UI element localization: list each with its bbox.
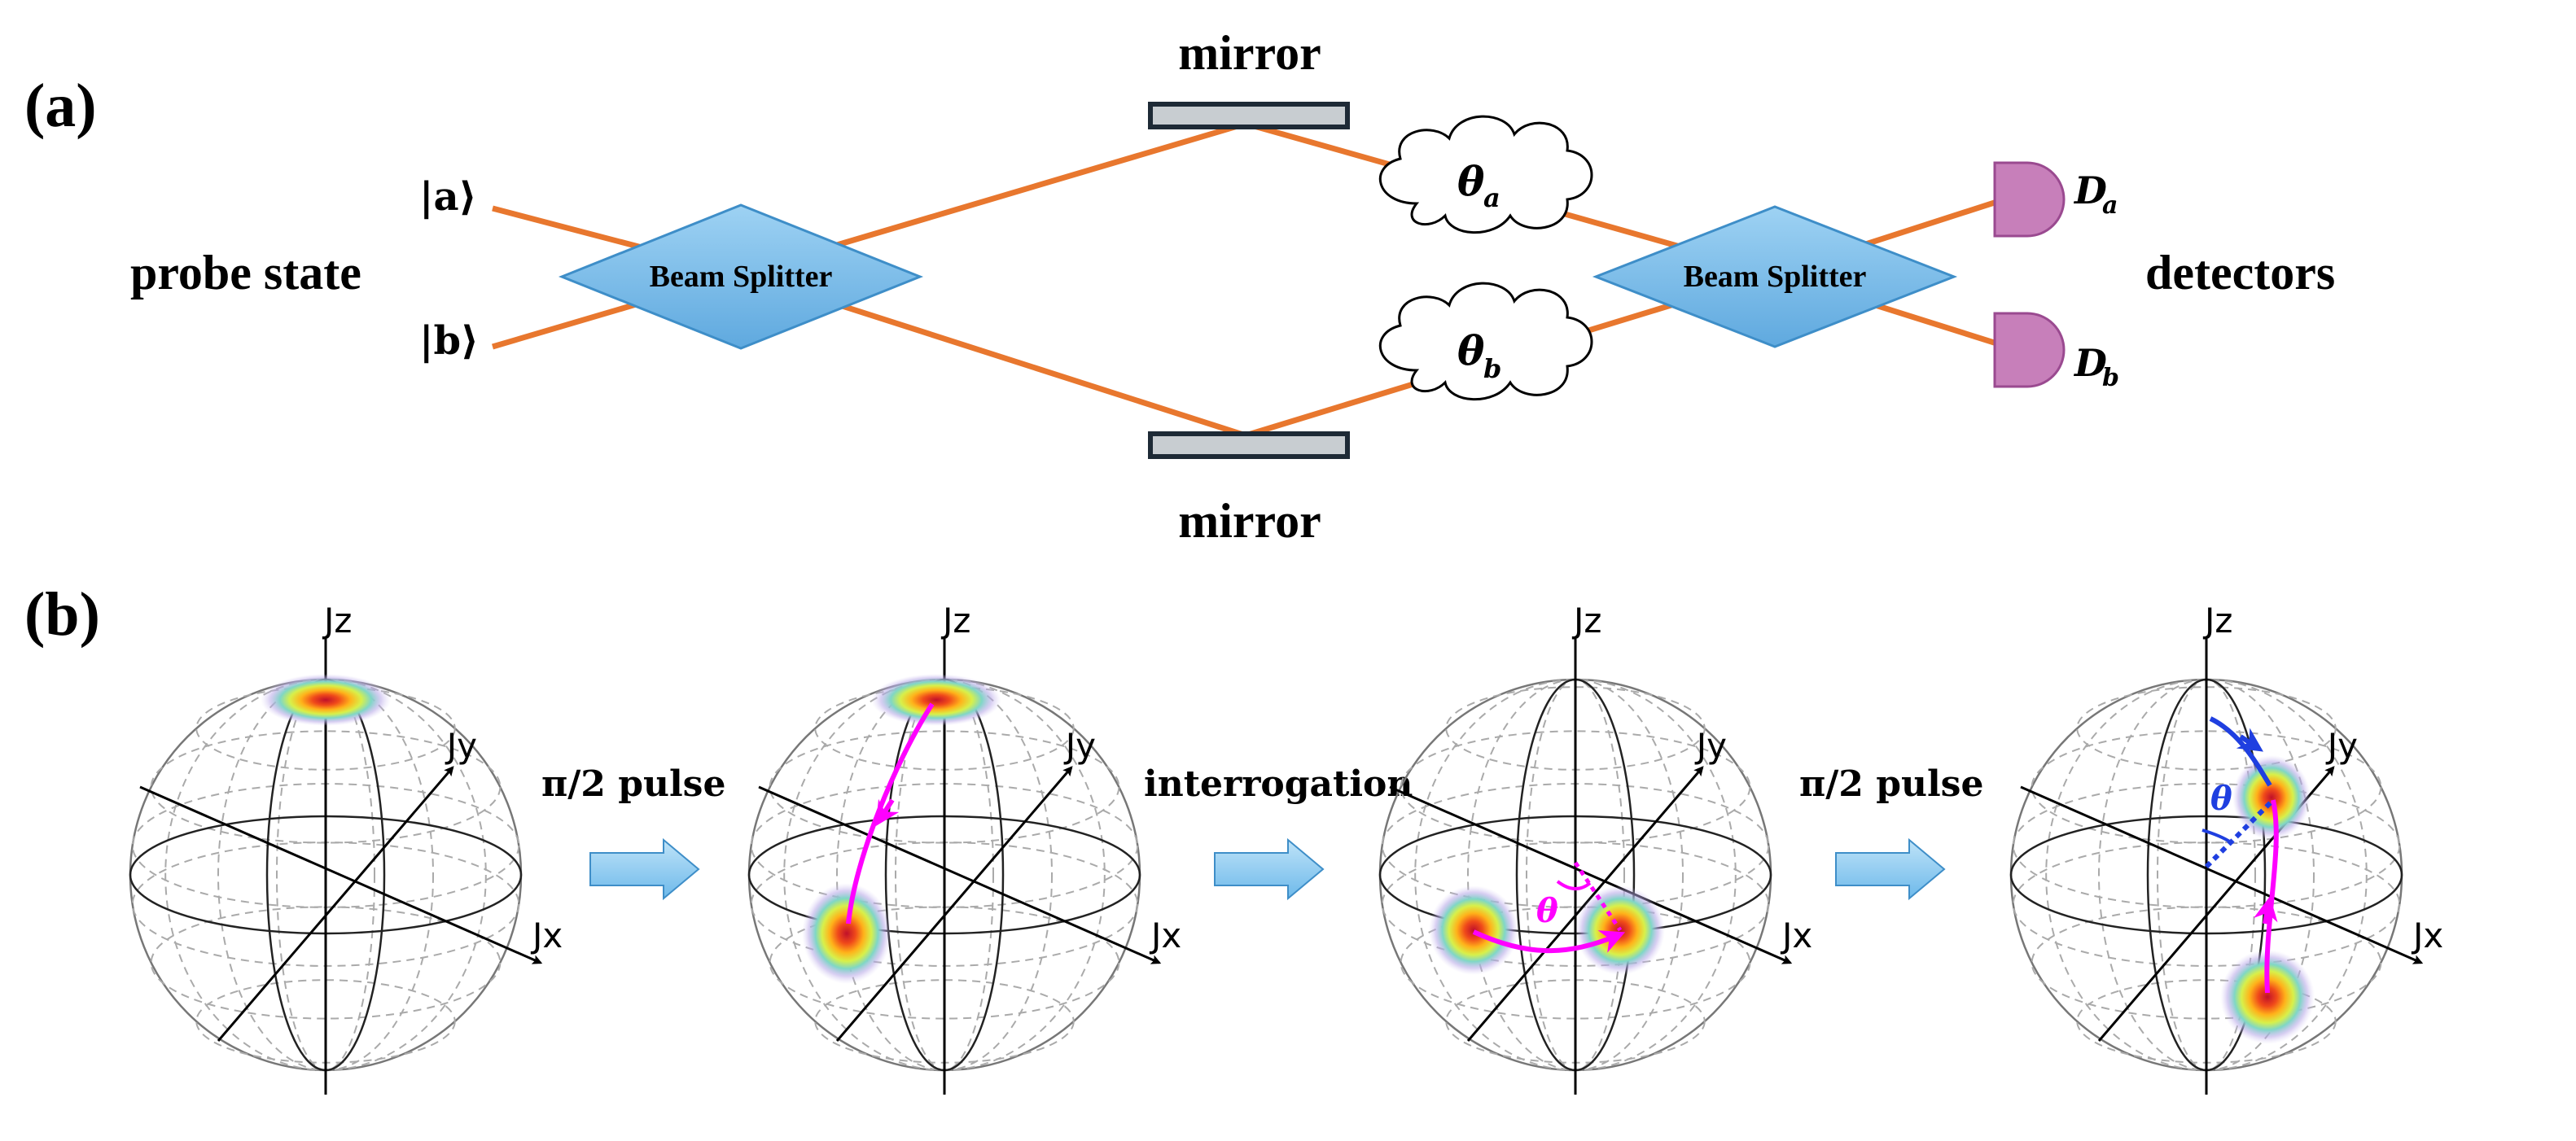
x-axis	[139, 785, 543, 964]
x-axis	[2020, 785, 2424, 964]
measurement-angle-line	[2204, 798, 2276, 869]
ket-a-label: |a⟩	[419, 174, 477, 220]
step-2-arrow	[1214, 837, 1325, 901]
axis-y-label: Jy	[1063, 726, 1096, 766]
latitude-line	[1400, 906, 1751, 1020]
detector-b-symbol: D	[2073, 341, 2107, 385]
rotated-state-distribution	[802, 883, 892, 984]
probe-state-label: probe state	[130, 246, 361, 299]
axis-z-label: Jz	[940, 601, 970, 640]
step-1-label: π/2 pulse	[541, 763, 725, 805]
rotation-arrow	[2254, 896, 2278, 925]
phase-b-subscript: b	[1483, 353, 1501, 384]
detector-a	[1993, 161, 2066, 238]
axis-y-label: Jy	[1694, 726, 1727, 766]
axis-x-label: Jx	[1149, 916, 1181, 955]
detectors-label: detectors	[2145, 246, 2335, 299]
detector-a-subscript: a	[2102, 191, 2118, 220]
beam-splitter-2	[1592, 205, 1958, 348]
mirror-top	[1148, 102, 1350, 129]
phase-b-symbol: θ	[1457, 326, 1485, 374]
measurement-angle-label: θ	[2210, 780, 2232, 818]
phase-cloud-a: θ a	[1378, 115, 1593, 234]
detector-b	[1993, 312, 2066, 388]
x-axis	[758, 785, 1162, 964]
y-axis	[217, 766, 454, 1042]
panel-a-label: (a)	[24, 72, 97, 140]
latitude-line	[1400, 730, 1751, 844]
y-axis	[835, 766, 1073, 1042]
phase-angle-label: θ	[1536, 892, 1558, 930]
axis-y-label: Jy	[2325, 726, 2358, 766]
measurement-angle-arc	[2201, 828, 2232, 844]
initial-state-distribution	[1429, 885, 1518, 975]
axis-z-label: Jz	[1571, 601, 1601, 640]
x-axis	[1389, 785, 1793, 964]
latitude-line	[769, 906, 1120, 1020]
initial-state-distribution	[871, 674, 1001, 726]
beam-splitter-1-label: Beam Splitter	[650, 260, 833, 294]
axis-y-label: Jy	[445, 726, 477, 766]
axis-x-label: Jx	[1780, 916, 1812, 955]
mirror-bottom-label: mirror	[1178, 494, 1321, 548]
beam-splitter-1	[558, 203, 924, 350]
axis-z-label: Jz	[2202, 601, 2232, 640]
phase-a-subscript: a	[1483, 182, 1500, 213]
axis-z-label: Jz	[322, 601, 352, 640]
rotation-arrow	[875, 798, 900, 827]
phase-a-symbol: θ	[1457, 157, 1485, 205]
ket-b-label: |b⟩	[419, 318, 479, 364]
state-distribution	[261, 674, 391, 726]
panel-b-label: (b)	[24, 580, 100, 649]
latitude-line	[150, 730, 502, 844]
phase-cloud-b: θ b	[1378, 282, 1593, 401]
panel-a: (a) mirror mirror Beam Splitter Beam Spl…	[24, 26, 2335, 548]
latitude-line	[2031, 906, 2382, 1020]
axis-x-label: Jx	[2411, 916, 2443, 955]
latitude-line	[769, 730, 1120, 844]
detector-a-symbol: D	[2073, 168, 2107, 212]
mirror-top-label: mirror	[1178, 26, 1321, 80]
latitude-line	[150, 906, 502, 1020]
axis-x-label: Jx	[530, 916, 563, 955]
pre-pulse-distribution	[2220, 950, 2315, 1044]
detector-b-subscript: b	[2102, 364, 2119, 392]
step-3-label: π/2 pulse	[1799, 763, 1983, 805]
latitude-line	[2031, 730, 2382, 844]
phase-angle-line	[1573, 861, 1623, 932]
final-rotation-arrow	[2236, 728, 2263, 752]
phase-angle-arc	[1556, 880, 1592, 890]
mirror-bottom	[1148, 431, 1350, 459]
step-2-label: interrogation	[1144, 763, 1413, 805]
rotation-path	[2264, 799, 2279, 994]
panel-b: (b) π/2 pulse interrogation π/2 pulse Jz…	[24, 580, 2443, 1095]
precession-path	[1472, 929, 1626, 954]
step-3-arrow	[1835, 837, 1946, 901]
step-1-arrow	[589, 837, 700, 901]
beam-splitter-2-label: Beam Splitter	[1684, 260, 1867, 294]
